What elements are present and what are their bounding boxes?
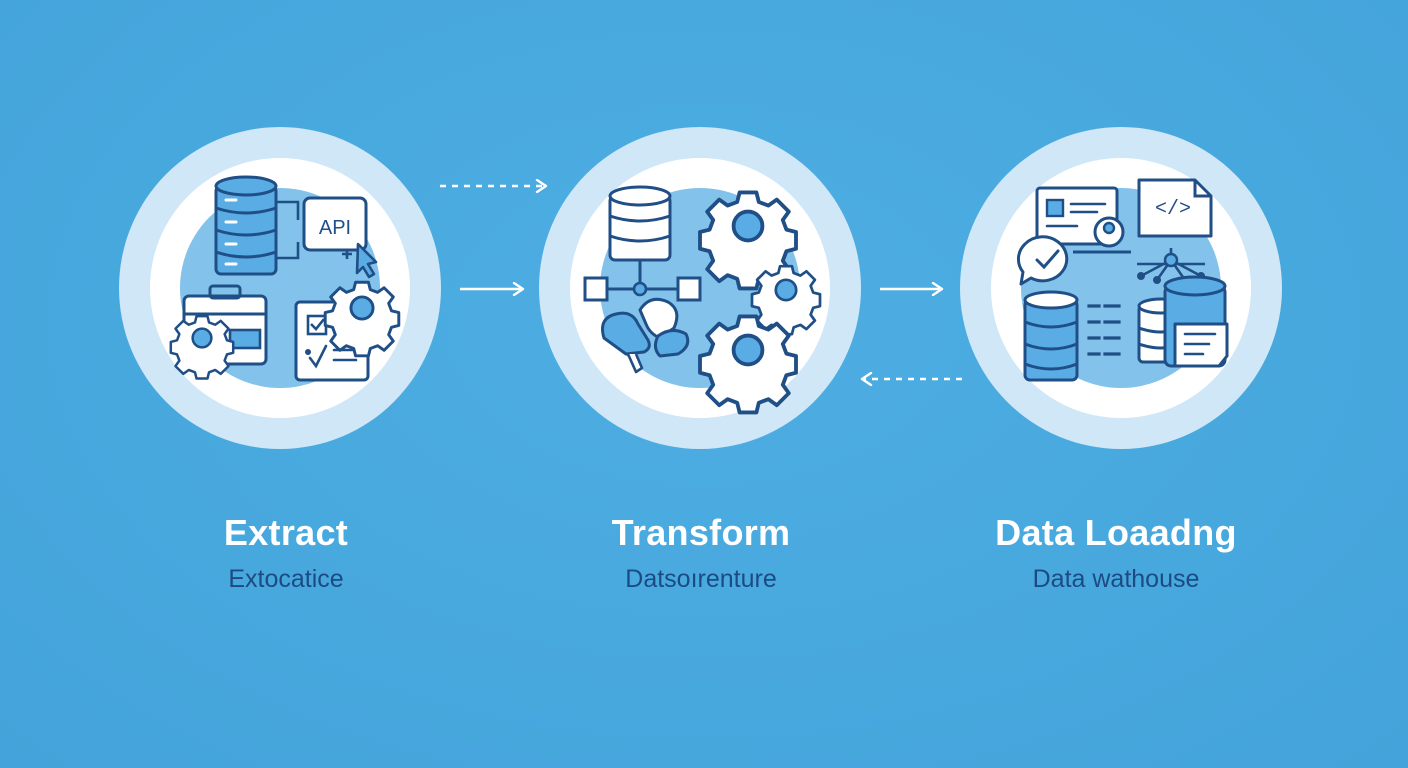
document-icon xyxy=(1137,275,1229,368)
code-label: </> xyxy=(1155,198,1191,221)
loading-subtitle: Data wathouse xyxy=(1032,565,1200,593)
loading-title: Data Loaadng xyxy=(995,512,1237,553)
gear-icon xyxy=(698,314,798,415)
api-label: API xyxy=(319,217,351,239)
dashboard-icon xyxy=(1035,186,1131,254)
gear-icon xyxy=(323,280,401,358)
api-window-icon: API xyxy=(302,196,368,252)
node-flow-icon xyxy=(583,261,702,302)
hands-icon xyxy=(601,297,690,374)
extract-node: API xyxy=(119,127,441,449)
cursor-icon xyxy=(355,242,378,279)
connector-group xyxy=(440,186,962,379)
gear-icon xyxy=(750,264,822,336)
extract-title: Extract xyxy=(223,512,349,553)
database-icon xyxy=(214,175,278,276)
transform-node xyxy=(539,127,861,449)
database-icon xyxy=(608,185,672,262)
code-file-icon: </> xyxy=(1137,178,1213,238)
extract-subtitle: Extocatice xyxy=(228,565,344,593)
list-icon xyxy=(1087,304,1121,356)
loading-node: </> xyxy=(960,127,1282,449)
briefcase-gear-icon xyxy=(169,284,268,380)
transform-subtitle: Datsoırenture xyxy=(625,565,777,593)
chat-check-icon xyxy=(1016,235,1069,286)
transform-title: Transform xyxy=(611,512,791,553)
database-icon xyxy=(1023,290,1079,382)
